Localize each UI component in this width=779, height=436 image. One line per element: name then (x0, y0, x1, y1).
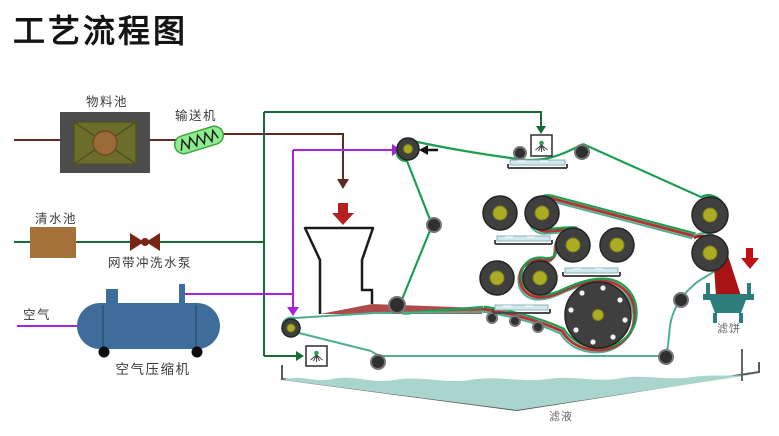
roller (479, 260, 515, 296)
drip-tray (492, 304, 551, 314)
compressor-wheel (98, 346, 110, 358)
roller (522, 260, 558, 296)
wash-box-bottom (305, 345, 328, 367)
page-title: 工艺流程图 (13, 12, 189, 50)
cake-arrow-down-icon (741, 248, 759, 269)
hopper (303, 226, 375, 314)
material-pool (60, 112, 150, 173)
roller (482, 195, 518, 231)
feed-line (14, 133, 344, 180)
feed-line-arrow-icon (337, 179, 349, 189)
wash-pump-label: 网带冲洗水泵 (108, 255, 192, 270)
drip-tray (494, 235, 553, 245)
roller (599, 227, 635, 263)
wash-pump-valve (130, 233, 160, 251)
belt-direction-arrow-icon (419, 145, 438, 155)
compressor-wheel (191, 346, 203, 358)
roller (691, 234, 729, 272)
clean-water-pool-label: 清水池 (35, 211, 77, 226)
roller (691, 196, 729, 234)
drip-trays (492, 159, 621, 314)
material-pool-label: 物料池 (86, 94, 128, 109)
water-arrow-down-icon (536, 126, 546, 134)
filter-cake-label: 滤饼 (717, 321, 741, 335)
press-rollers (281, 137, 729, 338)
roller (555, 227, 591, 263)
drip-tray (507, 159, 568, 169)
press-drum (564, 281, 632, 349)
air-arrow-down-icon (287, 307, 299, 316)
roller (281, 318, 301, 338)
conveyor-label: 输送机 (175, 108, 217, 123)
feed-arrow-icon (332, 203, 354, 225)
cake-cart (703, 283, 754, 323)
air-compressor-label: 空气压缩机 (116, 362, 191, 378)
clean-water-pool (30, 227, 76, 258)
guide-rollers (370, 144, 689, 370)
wash-box-top (530, 134, 553, 157)
conveyor-coil (173, 125, 225, 155)
drip-tray (562, 267, 621, 277)
filtrate-water (283, 374, 757, 410)
air-label: 空气 (23, 307, 51, 322)
air-line (185, 149, 393, 309)
air-compressor (77, 284, 220, 358)
filtrate-label: 滤液 (549, 409, 573, 423)
water-arrow-right-icon (296, 351, 304, 361)
roller (396, 137, 420, 161)
roller (524, 195, 560, 231)
